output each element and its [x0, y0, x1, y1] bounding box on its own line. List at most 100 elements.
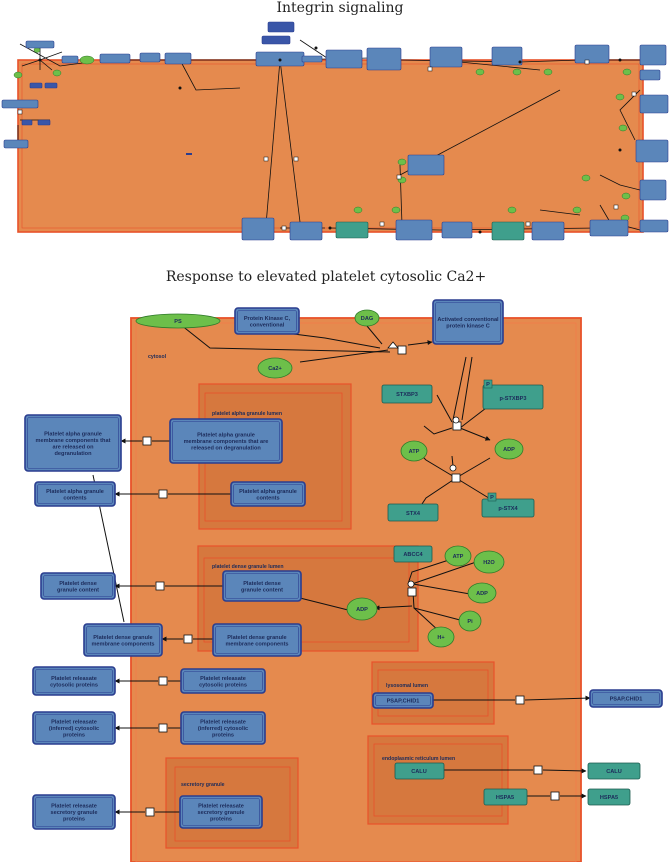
- p-stx4-protein: P p-STX4: [481, 492, 535, 518]
- calu-protein-in: CALU: [394, 762, 445, 780]
- hspa5-protein-out: HSPA5: [587, 788, 631, 806]
- svg-text:ATP: ATP: [409, 449, 420, 455]
- atp-molecule-2: ATP: [444, 545, 472, 567]
- cytosolic-in-complex-label-line: cytosolic proteins: [199, 682, 247, 688]
- alpha-membrane-out-complex-label-line: degranulation: [55, 451, 93, 457]
- dense-lumen-label: platelet dense granule lumen: [212, 564, 284, 570]
- alpha-membrane-in-complex-label-line: Platelet alpha granule: [197, 433, 255, 439]
- svg-text:H2O: H2O: [483, 560, 495, 566]
- complexes: Protein Kinase C,conventional Activated c…: [24, 299, 663, 830]
- alpha-contents-out-complex-label-line: contents: [63, 495, 86, 501]
- abcc4-protein: ABCC4: [393, 545, 433, 563]
- dag-molecule: DAG: [354, 309, 380, 327]
- phospho-badge-2: [487, 492, 497, 502]
- p-stxbp3-protein: P p-STXBP3: [482, 379, 544, 410]
- dense-content-in-complex-label-line: granule content: [241, 587, 283, 593]
- svg-text:HSPA5: HSPA5: [496, 795, 514, 801]
- h2o-molecule: H2O: [473, 550, 505, 574]
- secretory-out-complex-label-line: Platelet releasate: [51, 804, 97, 810]
- inferred-out-complex-label-line: proteins: [63, 733, 85, 739]
- adp-molecule-2: ADP: [467, 582, 497, 604]
- lysosomal-label: lysosomal lumen: [386, 683, 428, 689]
- secretory-in-complex-label-line: secretory granule: [198, 810, 245, 816]
- er-label: endoplasmic reticulum lumen: [382, 756, 455, 762]
- activated-pkc-complex-label-line: protein kinase C: [446, 323, 490, 329]
- dense-membrane-out-complex-label-line: membrane components: [91, 641, 154, 647]
- hspa5-protein-in: HSPA5: [483, 788, 528, 806]
- er-lumen: endoplasmic reticulum lumen: [367, 735, 509, 825]
- svg-text:CALU: CALU: [411, 769, 427, 775]
- pkc-complex-label-line: conventional: [250, 322, 285, 328]
- svg-text:STXBP3: STXBP3: [396, 392, 418, 398]
- psap-out-complex: PSAP,CHID1: [589, 689, 663, 708]
- stx4-protein: STX4: [387, 503, 439, 522]
- svg-text:ATP: ATP: [453, 554, 464, 560]
- small-molecules: PS DAG Ca2+ ATP ADP ATP H2O ADP: [135, 309, 524, 648]
- alpha-contents-in-complex-label-line: Platelet alpha granule: [239, 489, 297, 495]
- dense-membrane-in-complex-label-line: Platelet dense granule: [227, 635, 286, 641]
- adp-molecule-1: ADP: [494, 438, 524, 460]
- alpha-membrane-in-complex-label-line: released on degranulation: [191, 446, 261, 452]
- phospho-badge-1: [483, 379, 493, 389]
- dense-membrane-in-complex-label-line: membrane components: [225, 641, 288, 647]
- svg-text:ADP: ADP: [476, 591, 488, 597]
- proteins: STXBP3 P p-STXBP3 STX4 P p-STX4 ABCC4 CA…: [381, 379, 641, 806]
- svg-text:Pi: Pi: [467, 619, 473, 625]
- svg-text:CALU: CALU: [606, 769, 622, 775]
- cytosolic-out-complex-label-line: Platelet releasate: [51, 676, 97, 682]
- inferred-in-complex-label-line: proteins: [212, 733, 234, 739]
- inferred-in-complex: Platelet releasate(inferred) cytosolicpr…: [180, 711, 266, 745]
- process-nodes: [142, 341, 560, 817]
- dense-membrane-out-complex-label-line: Platelet dense granule: [93, 635, 152, 641]
- alpha-contents-out-complex-label-line: Platelet alpha granule: [46, 489, 104, 495]
- svg-text:H+: H+: [437, 635, 445, 641]
- alpha-lumen-label: platelet alpha granule lumen: [212, 411, 282, 417]
- inferred-in-complex-label-line: Platelet releasate: [200, 720, 246, 726]
- atp-molecule-1: ATP: [400, 440, 428, 462]
- integrin-junction-dots: [38, 46, 622, 234]
- bottom-diagram-title: Response to elevated platelet cytosolic …: [166, 269, 486, 285]
- activated-pkc-complex-label-line: Activated conventional: [437, 317, 499, 323]
- secretory-label: secretory granule: [181, 782, 225, 788]
- integrin-diagram: [1, 21, 669, 241]
- psap-in-complex: PSAP,CHID1: [372, 692, 434, 709]
- pkc-complex-label-line: Protein Kinase C,: [244, 316, 291, 322]
- svg-text:P: P: [490, 495, 494, 501]
- svg-text:p-STXBP3: p-STXBP3: [499, 396, 526, 402]
- alpha-membrane-out-complex-label-line: Platelet alpha granule: [44, 431, 102, 437]
- pkc-complex: Protein Kinase C,conventional: [234, 307, 300, 335]
- secretory-in-complex-label-line: Platelet releasate: [198, 804, 244, 810]
- svg-text:HSPA5: HSPA5: [600, 795, 618, 801]
- small-marker: [186, 153, 192, 155]
- psap-out-complex-label-line: PSAP,CHID1: [610, 697, 643, 703]
- integrin-compartment: [17, 59, 644, 233]
- integrin-small-molecules: [13, 47, 632, 222]
- stxbp3-protein: STXBP3: [381, 384, 433, 404]
- inferred-out-complex-label-line: (inferred) cytosolic: [49, 726, 99, 732]
- pi-molecule: Pi: [458, 610, 482, 632]
- svg-text:PS: PS: [174, 319, 182, 325]
- svg-text:ADP: ADP: [356, 607, 368, 613]
- hplus-molecule: H+: [427, 626, 455, 648]
- dense-content-out-complex-label-line: Platelet dense: [59, 581, 97, 587]
- integrin-entities: [1, 21, 669, 241]
- inferred-out-complex: Platelet releasate(inferred) cytosolicpr…: [32, 711, 116, 745]
- integrin-process-nodes: [17, 59, 637, 231]
- svg-text:STX4: STX4: [406, 511, 421, 517]
- dense-content-out-complex-label-line: granule content: [57, 587, 99, 593]
- svg-text:p-STX4: p-STX4: [498, 506, 518, 512]
